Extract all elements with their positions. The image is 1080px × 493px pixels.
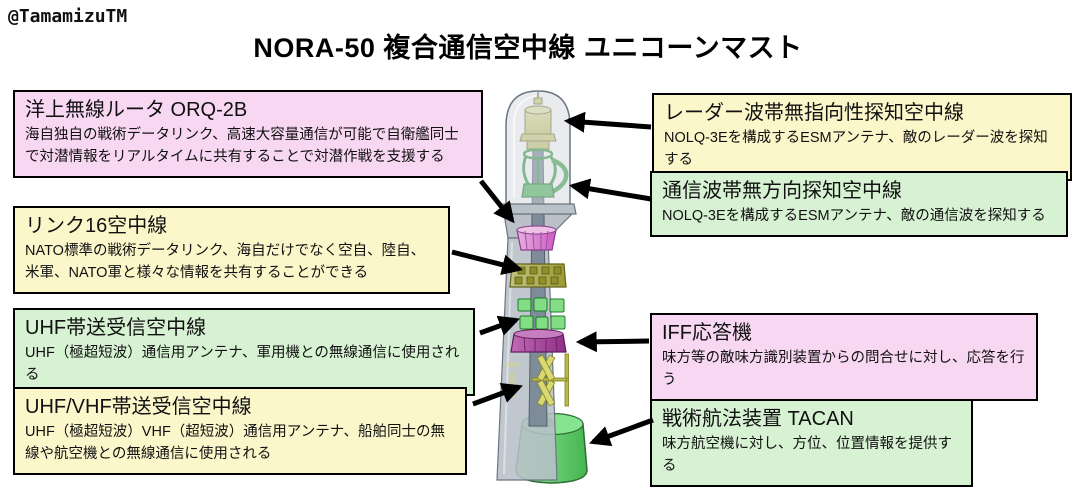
callout-title: UHF帯送受信空中線 [25, 317, 207, 339]
uhf-antenna-boxes [517, 297, 566, 330]
callout-body: 味方等の敵味方識別装置からの問合せに対し、応答を行う [662, 350, 1025, 388]
orq2b-router-ring [516, 225, 557, 251]
callout-body: 味方航空機に対し、方位、位置情報を提供する [662, 436, 952, 474]
esm-radar-band-antenna [519, 92, 557, 150]
unicorn-mast-illustration [496, 90, 588, 484]
callout-radar-band-esm: レーダー波帯無指向性探知空中線 NOLQ-3Eを構成するESMアンテナ、敵のレー… [652, 93, 1072, 181]
callout-title: UHF/VHF帯送受信空中線 [25, 396, 252, 418]
callout-body: UHF（極超短波）VHF（超短波）通信用アンテナ、船舶同士の無線や航空機との無線… [25, 424, 445, 462]
radome-shell [499, 90, 577, 215]
callout-link16-antenna: リンク16空中線 NATO標準の戦術データリンク、海自だけでなく空自、陸自、米軍… [13, 206, 450, 294]
callout-comm-band-esm: 通信波帯無方向探知空中線 NOLQ-3Eを構成するESMアンテナ、敵の通信波を探… [650, 171, 1068, 237]
callout-title: 戦術航法装置 TACAN [662, 408, 854, 430]
callout-body: 海自独自の戦術データリンク、高速大容量通信が可能で自衛艦同士で対潜情報をリアルタ… [25, 127, 459, 165]
esm-comm-band-helix-antenna [521, 148, 569, 198]
callout-body: NOLQ-3Eを構成するESMアンテナ、敵の通信波を探知する [662, 208, 1046, 224]
callout-body: NATO標準の戦術データリンク、海自だけでなく空自、陸自、米軍、NATO軍と様々… [25, 243, 426, 281]
link16-antenna-ring [509, 263, 567, 288]
callout-body: NOLQ-3Eを構成するESMアンテナ、敵のレーダー波を探知する [664, 130, 1048, 168]
callout-uhf-vhf-antenna: UHF/VHF帯送受信空中線 UHF（極超短波）VHF（超短波）通信用アンテナ、… [13, 387, 467, 475]
callout-orq2b-router: 洋上無線ルータ ORQ-2B 海自独自の戦術データリンク、高速大容量通信が可能で… [13, 90, 483, 178]
callout-uhf-antenna: UHF帯送受信空中線 UHF（極超短波）通信用アンテナ、軍用機との無線通信に使用… [13, 308, 475, 396]
callout-title: レーダー波帯無指向性探知空中線 [664, 102, 964, 124]
author-credit: @TamamizuTM [8, 6, 128, 27]
callout-title: 洋上無線ルータ ORQ-2B [25, 99, 248, 121]
iff-transponder-ring [510, 329, 567, 353]
callout-title: IFF応答機 [662, 322, 752, 344]
uhf-vhf-dipole-antenna [504, 353, 569, 407]
page-title: NORA-50 複合通信空中線 ユニコーンマスト [253, 33, 803, 63]
callout-iff-transponder: IFF応答機 味方等の敵味方識別装置からの問合せに対し、応答を行う [650, 313, 1038, 401]
callout-tacan: 戦術航法装置 TACAN 味方航空機に対し、方位、位置情報を提供する [650, 399, 973, 487]
callout-title: 通信波帯無方向探知空中線 [662, 180, 902, 202]
callout-body: UHF（極超短波）通信用アンテナ、軍用機との無線通信に使用される [25, 345, 460, 383]
callout-title: リンク16空中線 [25, 215, 168, 237]
